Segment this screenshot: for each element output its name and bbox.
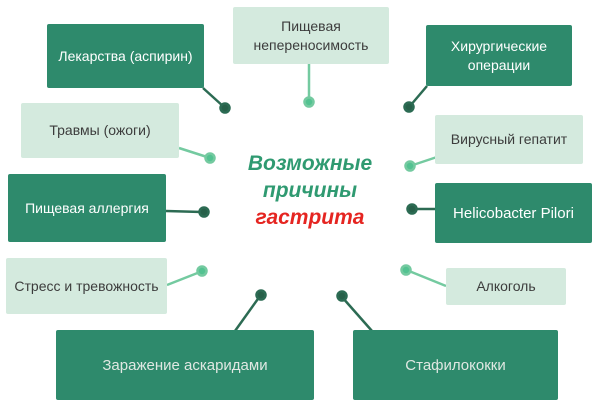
cause-node-stress: Стресс и тревожность (6, 258, 167, 314)
connector-line-surgery (409, 85, 428, 107)
connector-line-food-allergy (165, 209, 203, 214)
cause-node-trauma: Травмы (ожоги) (21, 103, 179, 158)
cause-label: Helicobacter Pilori (453, 204, 574, 222)
cause-node-staphylococci: Стафилококки (353, 330, 558, 400)
cause-label: Стресс и тревожность (14, 277, 159, 294)
connector-dot-drugs (219, 102, 231, 114)
diagram-title: Возможные причины гастрита (225, 150, 395, 231)
connector-dot-food-intolerance (303, 96, 315, 108)
cause-label: Пищевая непереносимость (253, 17, 369, 53)
cause-label: Лекарства (аспирин) (58, 47, 193, 64)
cause-label: Алкоголь (476, 278, 536, 294)
connector-line-trauma (178, 146, 208, 159)
cause-label: Хирургические операции (450, 37, 548, 73)
connector-dot-staphylococci (336, 290, 348, 302)
connector-dot-viral-hepatitis (404, 160, 416, 172)
connector-line-alcohol (408, 269, 447, 288)
cause-node-helicobacter: Helicobacter Pilori (435, 183, 592, 243)
cause-node-surgery: Хирургические операции (426, 25, 572, 86)
title-line-3: гастрита (255, 206, 365, 229)
title-line-2: причины (262, 179, 358, 202)
connector-dot-alcohol (400, 264, 412, 276)
connector-line-drugs (202, 87, 225, 108)
cause-label: Пищевая аллергия (25, 199, 149, 216)
connector-dot-stress (196, 265, 208, 277)
cause-label: Заражение аскаридами (102, 356, 268, 374)
connector-dot-surgery (403, 101, 415, 113)
cause-node-viral-hepatitis: Вирусный гепатит (435, 115, 583, 164)
connector-line-stress (166, 270, 201, 287)
connector-line-viral-hepatitis (412, 155, 438, 167)
cause-node-ascarids: Заражение аскаридами (56, 330, 314, 400)
cause-label: Травмы (ожоги) (49, 122, 151, 138)
cause-node-food-intolerance: Пищевая непереносимость (233, 7, 389, 64)
connector-dot-helicobacter (406, 203, 418, 215)
cause-node-alcohol: Алкоголь (446, 268, 566, 305)
title-line-1: Возможные (247, 152, 373, 175)
connector-dot-food-allergy (198, 206, 210, 218)
connector-line-ascarids (233, 295, 262, 332)
cause-node-food-allergy: Пищевая аллергия (8, 174, 166, 242)
connector-line-staphylococci (341, 296, 373, 332)
connector-dot-trauma (204, 152, 216, 164)
cause-label: Вирусный гепатит (450, 131, 568, 147)
cause-label: Стафилококки (405, 356, 506, 374)
connector-dot-ascarids (255, 289, 267, 301)
cause-node-drugs: Лекарства (аспирин) (47, 24, 204, 88)
